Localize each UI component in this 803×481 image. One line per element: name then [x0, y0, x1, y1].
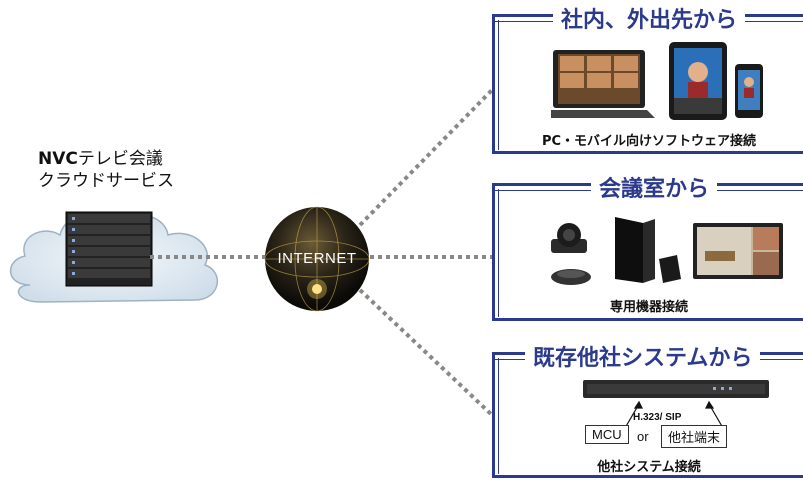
- line-internet-to-panel-office: [358, 88, 494, 227]
- protocol-label: H.323/ SIP: [633, 412, 682, 423]
- internet-globe: INTERNET: [264, 206, 370, 312]
- line-internet-to-panel-legacy: [358, 288, 494, 417]
- room-equipment-illustration: [551, 217, 783, 285]
- smartphone-icon: [735, 64, 763, 118]
- panel-room-title: 会議室から: [591, 171, 718, 203]
- devices-illustration: [551, 42, 763, 120]
- panel-room-caption: 専用機器接続: [609, 300, 688, 315]
- panel-office-caption: PC・モバイル向けソフトウェア接続: [541, 134, 757, 149]
- ptz-camera-icon: [551, 223, 587, 253]
- gateway-appliance-icon: [583, 380, 769, 398]
- other-terminal-label: 他社端末: [668, 431, 721, 446]
- mcu-box: MCU: [585, 425, 629, 444]
- service-brand: NVC: [38, 149, 78, 169]
- other-terminal-box: 他社端末: [661, 425, 728, 448]
- display-monitor-icon: [693, 223, 783, 279]
- laptop-icon: [551, 50, 655, 118]
- mcu-label: MCU: [592, 427, 622, 442]
- service-title-line1: テレビ会議: [77, 149, 163, 169]
- or-label: or: [637, 429, 649, 444]
- tablet-icon: [669, 42, 727, 120]
- conference-mic-icon: [551, 269, 591, 285]
- panel-meeting-room: 会議室から 専用機器接続: [492, 171, 803, 321]
- protocol-arrows: [624, 400, 724, 429]
- panel-legacy-systems: 既存他社システムから H.323/ SIP MCU or 他社端末 他社システム…: [492, 340, 803, 478]
- panel-office-mobile: 社内、外出先から PC・モバイル向けソフトウェア接続: [492, 2, 803, 154]
- service-title-line2: クラウドサービス: [38, 171, 174, 191]
- service-title: NVCテレビ会議 クラウドサービス: [38, 148, 174, 192]
- panel-legacy-title: 既存他社システムから: [525, 340, 761, 372]
- server-rack-icon: [65, 211, 153, 287]
- remote-control-icon: [659, 255, 681, 283]
- codec-unit-icon: [615, 217, 655, 283]
- cloud-server-illustration: [9, 211, 219, 303]
- globe-label: INTERNET: [278, 250, 357, 267]
- panel-office-title: 社内、外出先から: [553, 2, 746, 34]
- panel-legacy-caption: 他社システム接続: [597, 460, 701, 475]
